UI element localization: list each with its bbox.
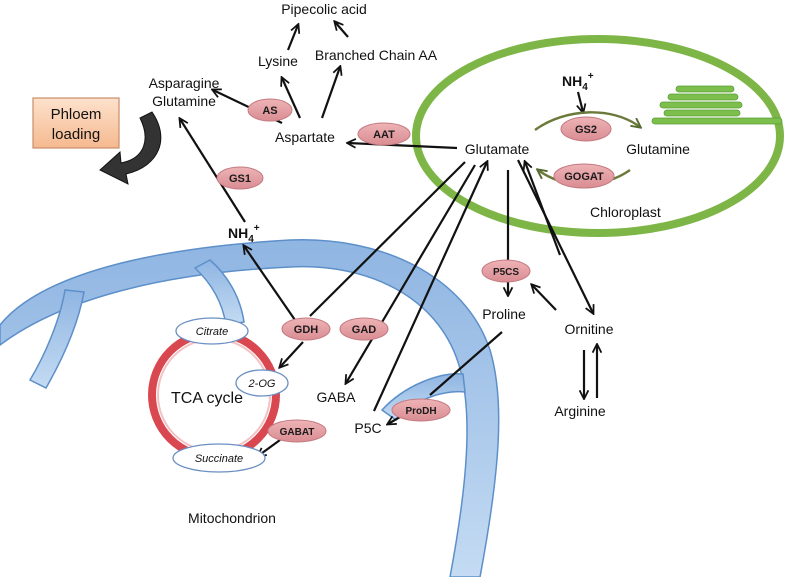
arrow-nh4-glutamine bbox=[180, 119, 246, 223]
arrow-proline-prodh bbox=[429, 331, 503, 396]
svg-text:GDH: GDH bbox=[294, 324, 319, 336]
arrow-ornitine-glutamate bbox=[525, 162, 562, 256]
arrow-glutamate-aspartate bbox=[348, 143, 458, 150]
enzyme-gad: GAD bbox=[339, 317, 389, 341]
phloem-label-line1: Phloem bbox=[51, 106, 102, 123]
nh4-chloro-label: NH4+ bbox=[562, 71, 594, 93]
arrow-gdh-nh4 bbox=[244, 246, 296, 321]
svg-text:GABAT: GABAT bbox=[280, 427, 315, 438]
metabolite-labels: Pipecolic acid Lysine Branched Chain AA … bbox=[149, 1, 691, 526]
enzyme-p5cs: P5CS bbox=[481, 259, 531, 283]
arrow-ornitine-proline bbox=[532, 285, 557, 311]
aspartate-label: Aspartate bbox=[275, 129, 335, 145]
pathway-arrows bbox=[180, 22, 640, 456]
p5c-label: P5C bbox=[354, 420, 381, 436]
glutamate-label: Glutamate bbox=[465, 141, 530, 157]
arrow-aspartate-lysine bbox=[282, 78, 302, 119]
two-og-label: 2-OG bbox=[248, 378, 276, 390]
phloem-curved-arrow bbox=[99, 111, 162, 185]
svg-text:GS1: GS1 bbox=[229, 173, 251, 185]
two-og-node bbox=[235, 369, 289, 397]
arrow-nh4chloro-gs2 bbox=[578, 91, 583, 112]
svg-text:ProDH: ProDH bbox=[405, 406, 436, 417]
enzyme-aat: AAT bbox=[357, 122, 411, 146]
arrow-gs2-cycle bbox=[534, 111, 640, 131]
arrow-aspartate-bcaa bbox=[320, 67, 340, 119]
arrow-gdh-2og bbox=[280, 341, 304, 367]
tca-cycle-label: TCA cycle bbox=[171, 390, 243, 407]
glutamine-chloro-label: Glutamine bbox=[626, 141, 690, 157]
ornitine-label: Ornitine bbox=[564, 321, 613, 337]
arginine-label: Arginine bbox=[554, 403, 606, 419]
enzyme-gogat: GOGAT bbox=[553, 163, 615, 189]
citrate-node bbox=[175, 317, 249, 345]
phloem-loading-box bbox=[32, 97, 120, 149]
arrow-glutamate-ornitine bbox=[517, 159, 593, 313]
gaba-label: GABA bbox=[317, 389, 357, 405]
proline-label: Proline bbox=[482, 306, 526, 322]
tca-cycle: TCA cycle Citrate 2-OG Succinate bbox=[148, 317, 289, 473]
branched-chain-aa-label: Branched Chain AA bbox=[315, 47, 438, 63]
mitochondrion-label: Mitochondrion bbox=[188, 510, 276, 526]
enzymes: AS AAT GS1 GS2 GOGAT P5CS GDH GAD bbox=[216, 98, 615, 443]
glutamine-cyto-label: Glutamine bbox=[152, 93, 216, 109]
enzyme-prodh: ProDH bbox=[391, 398, 451, 422]
succinate-node bbox=[172, 443, 266, 473]
crista-1 bbox=[28, 289, 85, 389]
lysine-label: Lysine bbox=[258, 53, 298, 69]
enzyme-gs2: GS2 bbox=[560, 116, 612, 142]
citrate-label: Citrate bbox=[196, 326, 228, 338]
phloem-label-line2: loading bbox=[52, 126, 100, 143]
svg-text:AAT: AAT bbox=[373, 129, 395, 141]
enzyme-gs1: GS1 bbox=[216, 166, 264, 190]
svg-text:GS2: GS2 bbox=[575, 124, 597, 136]
arrow-p5c-glutamate bbox=[372, 162, 487, 412]
svg-text:GOGAT: GOGAT bbox=[564, 171, 604, 183]
asparagine-label: Asparagine bbox=[149, 75, 220, 91]
svg-text:P5CS: P5CS bbox=[493, 267, 519, 278]
phloem-loading: Phloem loading bbox=[32, 97, 162, 185]
nh4-cyto-label: NH4+ bbox=[228, 223, 260, 245]
arrow-glutamate-gaba bbox=[346, 164, 476, 383]
thylakoid-stack bbox=[651, 85, 783, 125]
enzyme-gdh: GDH bbox=[281, 317, 331, 341]
arrow-glutamate-gdh bbox=[309, 161, 466, 317]
enzyme-as: AS bbox=[247, 98, 293, 122]
arrow-lysine-pipecolic bbox=[286, 25, 298, 51]
svg-text:GAD: GAD bbox=[352, 324, 377, 336]
succinate-label: Succinate bbox=[195, 453, 243, 465]
svg-text:AS: AS bbox=[262, 105, 277, 117]
enzyme-gabat: GABAT bbox=[267, 419, 327, 443]
pipecolic-acid-label: Pipecolic acid bbox=[281, 1, 367, 17]
crista-2 bbox=[193, 259, 245, 326]
arrow-bcaa-pipecolic bbox=[335, 22, 349, 38]
chloroplast-label: Chloroplast bbox=[590, 204, 661, 220]
